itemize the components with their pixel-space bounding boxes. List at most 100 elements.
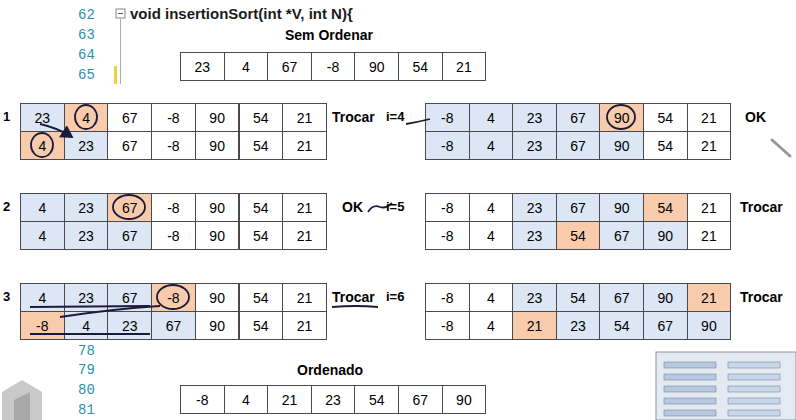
cell-value: -8 — [36, 318, 48, 334]
array-cell: 23 — [311, 385, 356, 414]
fold-guide — [120, 19, 121, 84]
cell-value: 54 — [253, 290, 269, 306]
array-cell: 4 — [469, 131, 514, 160]
cell-value: 67 — [122, 290, 138, 306]
screen-thumbnail — [656, 352, 796, 420]
array-cell: 21 — [282, 131, 327, 160]
cell-value: 4 — [487, 318, 495, 334]
cell-value: 54 — [614, 318, 630, 334]
cell-value: -8 — [196, 392, 208, 408]
array-cell: 67 — [107, 131, 152, 160]
cell-value: 54 — [253, 228, 269, 244]
cell-value: 54 — [253, 138, 269, 154]
thumbnail-row — [664, 374, 716, 380]
array-cell: 54 — [643, 131, 688, 160]
cell-value: -8 — [441, 318, 453, 334]
array-cell: 4 — [469, 103, 514, 132]
array-cell: 4 — [64, 311, 109, 340]
cell-value: 4 — [38, 290, 46, 306]
array-cell: 4 — [469, 283, 514, 312]
array-cell: 90 — [599, 131, 644, 160]
array-cell: 4 — [469, 193, 514, 222]
thumbnail-row — [728, 410, 780, 416]
action-word: Trocar — [332, 109, 375, 125]
array-cell: 4 — [20, 131, 65, 160]
cell-value: 4 — [82, 110, 90, 126]
cell-value: 23 — [570, 318, 586, 334]
step-number: 1 — [3, 109, 10, 125]
line-number: 80 — [78, 382, 95, 398]
line-number: 65 — [78, 67, 95, 83]
cell-value: 4 — [487, 200, 495, 216]
array-cell: 54 — [556, 283, 601, 312]
cell-value: -8 — [441, 138, 453, 154]
cell-value: 67 — [614, 290, 630, 306]
cell-value: 90 — [701, 318, 717, 334]
pen-tick — [368, 203, 392, 212]
array-cell: 90 — [599, 103, 644, 132]
cell-value: 90 — [209, 318, 225, 334]
action-word: Trocar — [740, 199, 783, 215]
cell-value: 90 — [658, 290, 674, 306]
cell-value: 23 — [527, 110, 543, 126]
array-cell: 4 — [224, 385, 269, 414]
array-cell: 67 — [643, 311, 688, 340]
cell-value: 23 — [527, 138, 543, 154]
array-cell: -8 — [151, 103, 196, 132]
array-cell: 67 — [267, 52, 312, 81]
action-word: Trocar — [332, 289, 375, 305]
array-cell: -8 — [425, 283, 470, 312]
pen-underline — [30, 306, 150, 307]
array-cell: 67 — [107, 283, 152, 312]
array-cell: -8 — [151, 131, 196, 160]
cell-value: 67 — [122, 200, 138, 216]
cell-value: -8 — [167, 228, 179, 244]
array-heading: Sem Ordenar — [285, 27, 373, 43]
cell-value: 23 — [527, 228, 543, 244]
line-number: 64 — [78, 47, 95, 63]
array-cell: 21 — [282, 193, 327, 222]
array-cell: -8 — [180, 385, 225, 414]
array-cell: 67 — [556, 131, 601, 160]
cell-value: -8 — [441, 228, 453, 244]
array-cell: 90 — [195, 131, 240, 160]
cell-value: -8 — [167, 290, 179, 306]
step-number: i=6 — [386, 289, 404, 305]
cell-value: 90 — [209, 228, 225, 244]
cell-value: 90 — [614, 138, 630, 154]
array-cell: 23 — [512, 131, 557, 160]
pen-arrow — [40, 124, 72, 137]
array-cell: 21 — [282, 311, 327, 340]
array-cell: 23 — [20, 103, 65, 132]
array-cell: -8 — [151, 221, 196, 250]
cell-value: 23 — [78, 228, 94, 244]
pen-underline — [332, 306, 378, 307]
cell-value: 23 — [195, 59, 211, 75]
step-number: 3 — [3, 289, 10, 305]
array-cell: 67 — [556, 103, 601, 132]
array-cell: 67 — [107, 221, 152, 250]
cell-value: 21 — [297, 110, 313, 126]
logo-mark — [2, 380, 42, 420]
array-cell: 90 — [687, 311, 732, 340]
cell-value: 21 — [297, 318, 313, 334]
array-cell: 90 — [643, 221, 688, 250]
thumbnail-row — [728, 374, 780, 380]
step-number: i=5 — [386, 199, 404, 215]
cell-value: 23 — [78, 290, 94, 306]
fold-box — [116, 9, 125, 18]
cell-value: 67 — [413, 392, 429, 408]
pen-circle — [75, 105, 97, 129]
array-cell: 54 — [643, 103, 688, 132]
array-cell: 90 — [195, 283, 240, 312]
array-cell: 67 — [398, 385, 443, 414]
array-cell: 23 — [512, 283, 557, 312]
array-cell: -8 — [151, 193, 196, 222]
array-cell: 23 — [64, 131, 109, 160]
cell-value: 21 — [527, 318, 543, 334]
cell-value: 21 — [297, 290, 313, 306]
cell-value: 23 — [527, 200, 543, 216]
cell-value: -8 — [441, 200, 453, 216]
array-cell: 54 — [239, 221, 284, 250]
array-cell: 90 — [195, 221, 240, 250]
